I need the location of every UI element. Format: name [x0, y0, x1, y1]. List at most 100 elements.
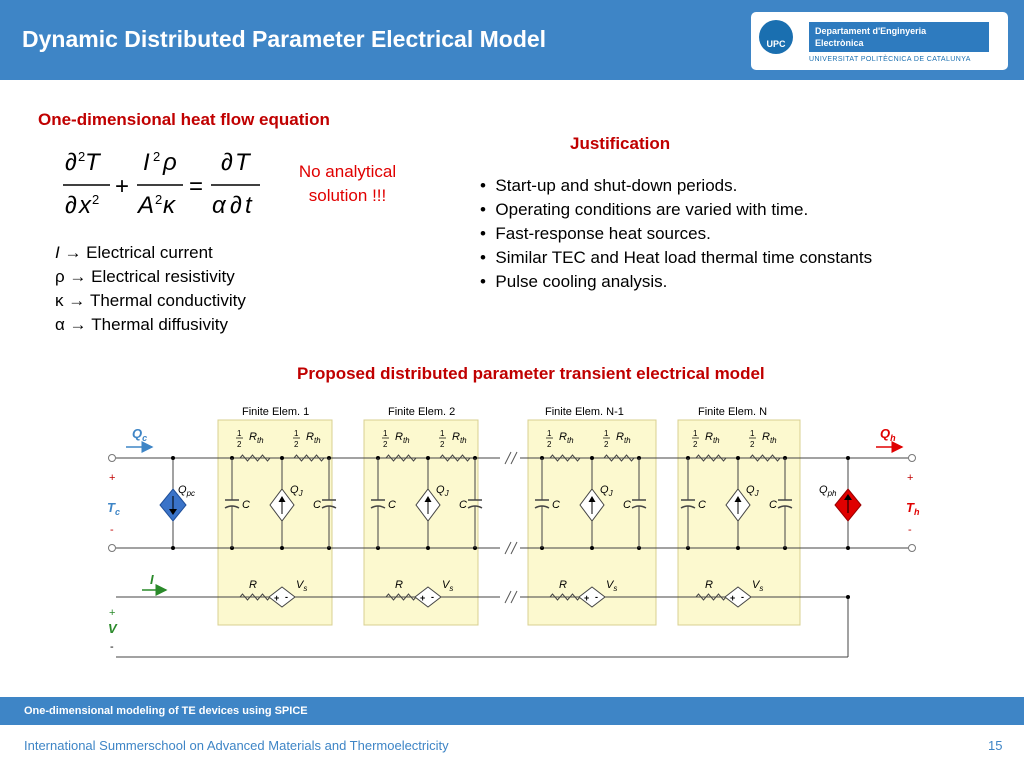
capacitor-label: C: [623, 499, 631, 511]
voltage-label: V: [108, 621, 118, 636]
list-item: Operating conditions are varied with tim…: [480, 198, 872, 222]
half-denominator: 2: [294, 440, 299, 449]
rth-label: Rth: [762, 431, 777, 445]
equation-section-title: One-dimensional heat flow equation: [38, 110, 330, 129]
half-denominator: 2: [547, 440, 552, 449]
seebeck-voltage-source: +-: [268, 586, 296, 608]
slide-title: Dynamic Distributed Parameter Electrical…: [22, 26, 547, 52]
variable-item: I → Electrical current: [55, 243, 213, 262]
electrical-resistor: [239, 593, 271, 601]
svg-text:α: α: [212, 192, 227, 219]
page-number: 15: [988, 738, 1003, 753]
minus-sign: -: [595, 592, 598, 602]
resistor-label: R: [705, 579, 713, 591]
course-title: One-dimensional modeling of TE devices u…: [24, 705, 308, 717]
half-numerator: 1: [547, 429, 552, 438]
half-rth-resistor: [293, 454, 325, 462]
finite-element-1-box: [217, 419, 333, 626]
qj-dependent-source: [269, 458, 295, 548]
th-label: Th: [906, 500, 920, 517]
junction-dot: [426, 456, 430, 460]
qj-label: QJ: [290, 484, 304, 498]
seebeck-voltage-source: +-: [414, 586, 442, 608]
half-denominator: 2: [750, 440, 755, 449]
plus-sign: +: [730, 593, 735, 603]
capacitor-label: C: [552, 499, 560, 511]
junction-dot: [280, 456, 284, 460]
variable-definitions: I → Electrical current ρ → Electrical re…: [55, 241, 246, 337]
qph-label: Qph: [819, 484, 837, 498]
qj-dependent-source: [725, 458, 751, 548]
capacitor: [467, 458, 483, 548]
university-name: UNIVERSITAT POLITÈCNICA DE CATALUNYA: [809, 56, 971, 63]
plus-sign: +: [109, 607, 115, 619]
junction-dot: [590, 456, 594, 460]
junction-dot: [280, 546, 284, 550]
circuit-diagram: Finite Elem. 1 Finite Elem. 2 Finite Ele…: [107, 406, 920, 658]
svg-text:A: A: [136, 192, 154, 219]
plus-sign: +: [907, 472, 913, 484]
half-rth-resistor: [239, 454, 271, 462]
resistor-label: R: [249, 579, 257, 591]
minus-sign: -: [285, 592, 288, 602]
finite-element-label: Finite Elem. 2: [388, 406, 455, 418]
qj-dependent-source: [415, 458, 441, 548]
svg-text:2: 2: [78, 149, 85, 164]
svg-text:+: +: [115, 173, 129, 200]
capacitor-label: C: [698, 499, 706, 511]
half-numerator: 1: [750, 429, 755, 438]
svg-text:I: I: [143, 149, 150, 176]
electrical-resistor: [549, 593, 581, 601]
half-denominator: 2: [604, 440, 609, 449]
capacitor-label: C: [242, 499, 250, 511]
qpc-label: Qpc: [178, 484, 195, 498]
qh-label: Qh: [880, 426, 896, 443]
finite-element-label: Finite Elem. N: [698, 406, 767, 418]
junction-dot: [736, 456, 740, 460]
qj-dependent-source: [579, 458, 605, 548]
svg-text:∂: ∂: [221, 149, 233, 176]
qj-label: QJ: [600, 484, 614, 498]
svg-text:T: T: [85, 149, 102, 176]
svg-text:x: x: [78, 192, 92, 219]
svg-text:2: 2: [153, 149, 160, 164]
capacitor: [321, 458, 337, 548]
upc-logo: UPC Departament d'Enginyeria Electrònica…: [751, 12, 1008, 70]
junction-dot: [736, 546, 740, 550]
finite-element-circuit: +-: [230, 454, 331, 608]
minus-sign: -: [431, 592, 434, 602]
list-item: Fast-response heat sources.: [480, 222, 872, 246]
variable-item: α → Thermal diffusivity: [55, 315, 228, 334]
model-title: Proposed distributed parameter transient…: [297, 364, 765, 383]
rth-label: Rth: [559, 431, 574, 445]
qj-label: QJ: [436, 484, 450, 498]
capacitor-label: C: [388, 499, 396, 511]
seebeck-voltage-source: +-: [578, 586, 606, 608]
finite-element-circuit: +-: [376, 454, 477, 608]
capacitor: [777, 458, 793, 548]
vs-label: Vs: [752, 579, 763, 593]
svg-text:∂: ∂: [65, 192, 77, 219]
electrical-resistor: [695, 593, 727, 601]
rth-label: Rth: [395, 431, 410, 445]
plus-sign: +: [274, 593, 279, 603]
half-denominator: 2: [693, 440, 698, 449]
half-denominator: 2: [383, 440, 388, 449]
capacitor: [534, 458, 550, 548]
tc-label: Tc: [107, 500, 120, 517]
half-rth-resistor: [549, 454, 581, 462]
half-denominator: 2: [440, 440, 445, 449]
capacitor-label: C: [313, 499, 321, 511]
half-rth-resistor: [439, 454, 471, 462]
vs-label: Vs: [442, 579, 453, 593]
list-item: Similar TEC and Heat load thermal time c…: [480, 246, 872, 270]
electrical-resistor: [385, 593, 417, 601]
justification-list: Start-up and shut-down periods. Operatin…: [480, 174, 872, 294]
seebeck-voltage-source: +-: [724, 586, 752, 608]
capacitor-label: C: [459, 499, 467, 511]
no-analytical-solution-note: No analytical solution !!!: [298, 162, 397, 205]
finite-element-2-box: [363, 419, 479, 626]
minus-sign: -: [908, 524, 912, 536]
vs-label: Vs: [606, 579, 617, 593]
